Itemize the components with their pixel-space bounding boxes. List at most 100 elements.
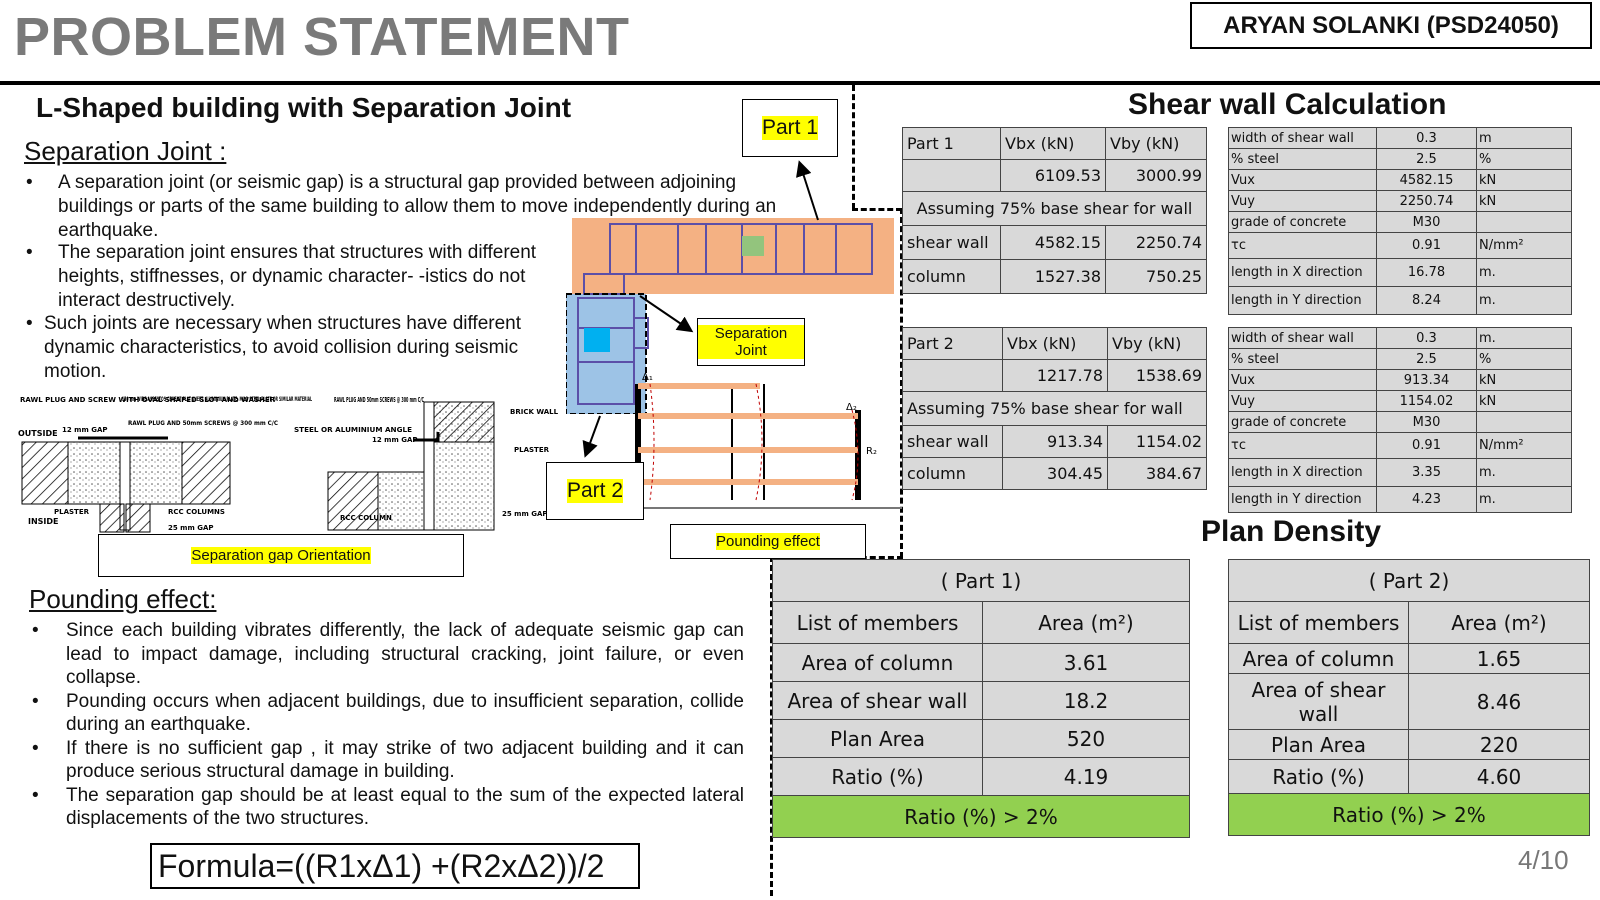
list-item: •The separation joint ensures that struc…: [26, 242, 537, 311]
delta2-symbol: Δ₂: [846, 402, 857, 413]
table-row: 6109.53 3000.99: [902, 159, 1207, 192]
annotation-rcc-columns: RCC COLUMNS: [168, 508, 225, 516]
table-row: Ratio (%) > 2%: [1228, 793, 1590, 836]
list-item: •Since each building vibrates differentl…: [32, 620, 744, 688]
header-rule: [0, 81, 1600, 85]
list-item: •A separation joint (or seismic gap) is …: [26, 172, 777, 241]
pounding-heading: Pounding effect:: [29, 584, 217, 614]
detail-right: [327, 401, 495, 531]
table-row: shear wall 4582.15 2250.74: [902, 225, 1207, 260]
table-row: Ratio (%) > 2%: [772, 795, 1190, 838]
list-item: •Pounding occurs when adjacent buildings…: [32, 690, 744, 736]
annotation-rawl-plug: RAWL PLUG AND SCREW WITH OVAL SHAPED SLO…: [20, 396, 276, 404]
table-row: Ratio (%)4.60: [1228, 759, 1590, 794]
dashed-divider-top: [852, 85, 855, 209]
separation-bullets: •A separation joint (or seismic gap) is …: [20, 171, 790, 243]
annotation-rawl-plug-50: RAWL PLUG AND 50mm SCREWS @ 300 mm C/C: [128, 419, 278, 427]
building-subtitle: L-Shaped building with Separation Joint: [36, 92, 572, 123]
annotation-rcc-column: RCC COLUMN: [340, 514, 392, 522]
table-row: shear wall 913.34 1154.02: [902, 425, 1207, 458]
r2-symbol: R₂: [866, 446, 877, 457]
part2-callout: Part 2: [546, 462, 644, 520]
delta1-symbol: Δ₁: [642, 372, 653, 383]
separation-joint-callout: Separation Joint: [697, 318, 805, 366]
annotation-rawl-plug-right: RAWL PLUG AND 50mm SCREWS @ 300 mm C/C: [334, 396, 424, 404]
shear-part1-table: Part 1 Vbx (kN) Vby (kN) 6109.53 3000.99…: [902, 127, 1207, 294]
annotation-plaster: PLASTER: [54, 508, 90, 516]
part1-callout: Part 1: [742, 99, 838, 157]
arrow-lines: [582, 160, 819, 458]
annotation-steel-angle: STEEL OR ALUMINIUM ANGLE: [294, 426, 412, 434]
plan-density-heading: Plan Density: [1201, 515, 1382, 548]
table-row: 1217.78 1538.69: [902, 359, 1207, 392]
table-row: column 304.45 384.67: [902, 457, 1207, 490]
table-row: column 1527.38 750.25: [902, 259, 1207, 294]
pounding-caption: Pounding effect: [670, 524, 866, 559]
dashed-divider-bottom: [770, 556, 773, 896]
shear-wall-heading: Shear wall Calculation: [1128, 88, 1447, 121]
part1-region: [572, 218, 894, 294]
annotation-inside: INSIDE: [28, 517, 59, 526]
gap-orientation-caption: Separation gap Orientation: [98, 534, 464, 577]
formula-box: Formula=((R1xΔ1) +(R2xΔ2))/2: [150, 843, 640, 889]
annotation-gap25-left: 25 mm GAP: [168, 524, 214, 532]
list-item: •Such joints are necessary when structur…: [26, 313, 522, 382]
author-box: ARYAN SOLANKI (PSD24050): [1190, 2, 1592, 49]
annotation-brick-wall: BRICK WALL: [510, 408, 559, 416]
separation-gap-details: RAWL PLUG AND SCREW WITH OVAL SHAPED SLO…: [18, 395, 559, 533]
list-item: •The separation gap should be at least e…: [32, 784, 744, 830]
separation-joint-heading: Separation Joint :: [24, 136, 227, 166]
pounding-bullets: •Since each building vibrates differentl…: [26, 619, 744, 831]
annotation-outside: OUTSIDE: [18, 429, 58, 438]
detail-left: [21, 436, 231, 533]
page-title: PROBLEM STATEMENT: [14, 7, 630, 67]
pounding-elevation: Δ₁ Δ₂ R₁ R₂: [632, 372, 902, 509]
table-row: ( Part 1): [772, 559, 1190, 602]
table-row: Assuming 75% base shear for wall: [902, 191, 1207, 226]
dashed-divider-step: [852, 208, 902, 211]
floor-plan: [566, 218, 894, 414]
annotation-asbestos: 150 mm WIDE ASBESTOS CEMENT FLAT SHEET, …: [122, 395, 312, 403]
annotation-gap12-left: 12 mm GAP: [62, 426, 108, 434]
table-row: Assuming 75% base shear for wall: [902, 391, 1207, 426]
page-number: 4/10: [1518, 845, 1569, 875]
table-row: Ratio (%)4.19: [772, 757, 1190, 796]
annotation-gap25-right: 25 mm GAP: [502, 510, 548, 518]
shear-part2-table: Part 2 Vbx (kN) Vby (kN) 1217.78 1538.69…: [902, 327, 1207, 490]
dashed-divider-mid: [900, 208, 903, 558]
separation-bullets-2: •The separation joint ensures that struc…: [20, 241, 565, 313]
annotation-gap12-right: 12 mm GAP: [372, 436, 418, 444]
list-item: •If there is no sufficient gap , it may …: [32, 737, 744, 783]
table-row: ( Part 2): [1228, 559, 1590, 602]
annotation-plaster-right: PLASTER: [514, 446, 550, 454]
separation-bullets-3: •Such joints are necessary when structur…: [20, 312, 575, 384]
